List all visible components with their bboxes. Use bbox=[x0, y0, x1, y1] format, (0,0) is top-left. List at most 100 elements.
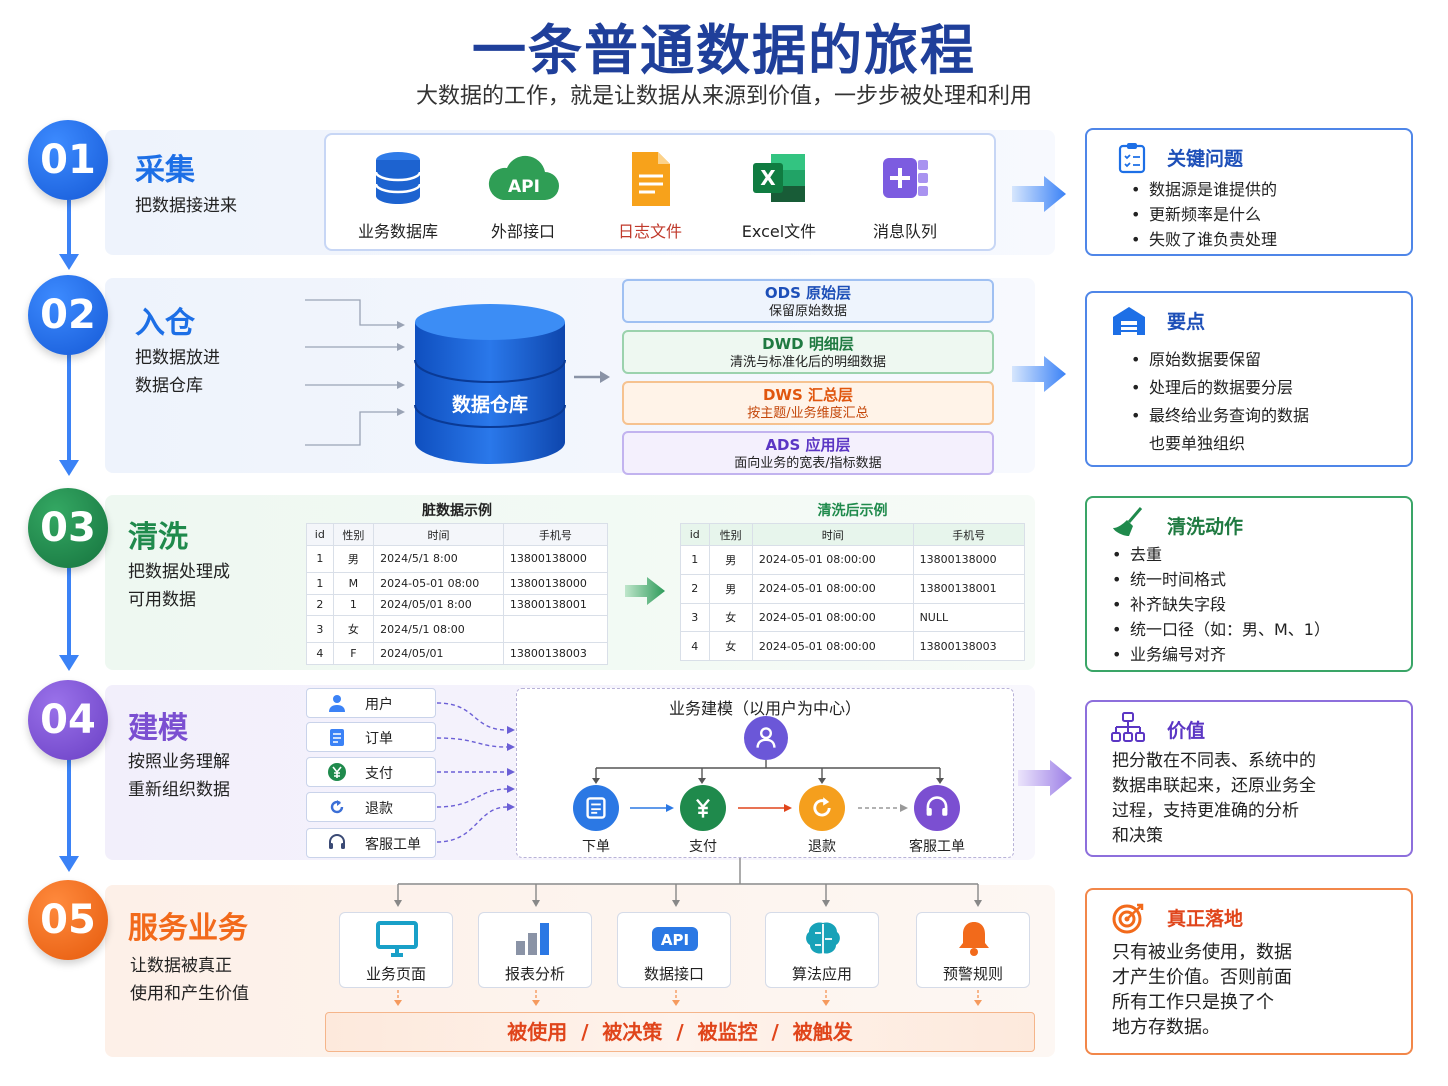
model-node-label: 客服工单 bbox=[909, 839, 965, 855]
table-header-cell: id bbox=[680, 523, 710, 546]
step-number: 03 bbox=[28, 488, 108, 568]
model-node-order bbox=[573, 785, 619, 831]
source-item: 消息队列 bbox=[845, 150, 965, 241]
box-title: 关键问题 bbox=[1167, 148, 1244, 170]
timeline-arrow bbox=[59, 655, 79, 671]
key-questions-box: 关键问题 数据源是谁提供的更新频率是什么失败了谁负责处理 bbox=[1085, 128, 1413, 256]
clean-arrow bbox=[625, 577, 665, 605]
model-node-label: 支付 bbox=[689, 839, 717, 855]
table-cell: 男 bbox=[332, 545, 375, 573]
table-cell: 1 bbox=[332, 593, 375, 617]
model-title: 业务建模（以用户为中心） bbox=[668, 699, 861, 718]
table-cell: NULL bbox=[912, 602, 1026, 633]
box-text: 把分散在不同表、系统中的 数据串联起来，还原业务全 过程，支持更准确的分析 和决… bbox=[1112, 751, 1316, 846]
box-item: 统一时间格式 bbox=[1112, 567, 1330, 592]
big-arrow-icon bbox=[1012, 356, 1066, 392]
big-arrow-icon bbox=[1012, 176, 1066, 212]
layer-desc: 按主题/业务维度汇总 bbox=[747, 406, 869, 421]
entity-pay: 支付 bbox=[306, 757, 436, 787]
service-label: 业务页面 bbox=[365, 965, 426, 983]
box-title: 清洗动作 bbox=[1167, 516, 1244, 538]
timeline-line bbox=[67, 352, 71, 462]
box-item: 处理后的数据要分层 bbox=[1131, 374, 1309, 402]
box-title: 要点 bbox=[1167, 311, 1206, 333]
source-item: API 外部接口 bbox=[463, 150, 583, 241]
box-text: 只有被业务使用，数据 才产生价值。否则前面 所有工作只是换了个 地方存数据。 bbox=[1112, 942, 1292, 1038]
table-cell: 2024-05-01 08:00:00 bbox=[751, 602, 914, 633]
step-name: 建模 bbox=[128, 711, 188, 746]
warehouse-icon bbox=[1113, 307, 1145, 335]
box-item: 最终给业务查询的数据 也要单独组织 bbox=[1131, 402, 1309, 458]
clean-actions-box: 清洗动作 去重统一时间格式补齐缺失字段统一口径（如：男、M、1）业务编号对齐 bbox=[1085, 496, 1413, 672]
big-arrow-icon bbox=[1018, 760, 1072, 796]
clean-table-title: 清洗后示例 bbox=[817, 503, 888, 519]
service-label: 预警规则 bbox=[942, 965, 1003, 983]
table-cell: 男 bbox=[708, 545, 753, 575]
user-icon bbox=[756, 727, 776, 748]
table-cell: 2 bbox=[680, 573, 710, 604]
source-label: Excel文件 bbox=[741, 222, 817, 241]
table-cell: 男 bbox=[708, 573, 753, 604]
service-card: 算法应用 bbox=[765, 912, 879, 988]
service-card: 预警规则 bbox=[916, 912, 1030, 988]
entity-label: 支付 bbox=[365, 766, 393, 782]
entity-label: 退款 bbox=[365, 801, 393, 817]
table-cell: 2024-05-01 08:00:00 bbox=[751, 631, 914, 661]
headset-icon bbox=[926, 796, 948, 816]
warehouse-cylinder bbox=[414, 304, 566, 464]
table-cell: 2024/5/1 08:00 bbox=[373, 615, 504, 644]
user-icon bbox=[329, 695, 345, 712]
bell-icon bbox=[959, 922, 989, 956]
table-cell: 1 bbox=[306, 545, 334, 573]
service-card: 报表分析 bbox=[478, 912, 592, 988]
table-header-cell: 手机号 bbox=[912, 523, 1026, 546]
entity-user: 用户 bbox=[306, 688, 436, 718]
order-icon bbox=[586, 797, 606, 819]
model-node-refund bbox=[799, 785, 845, 831]
entity-flow-lines bbox=[437, 702, 515, 843]
model-flow-arrows bbox=[630, 804, 908, 812]
refund-icon bbox=[330, 800, 344, 814]
box-item: 去重 bbox=[1112, 542, 1330, 567]
table-header-cell: 性别 bbox=[332, 523, 375, 546]
layer-dwd: DWD 明细层清洗与标准化后的明细数据 bbox=[622, 330, 994, 374]
table-cell: 2024/05/01 bbox=[373, 642, 504, 665]
step-desc: 把数据处理成 可用数据 bbox=[128, 562, 230, 610]
api-cloud-text: API bbox=[508, 177, 540, 197]
table-cell: 2024-05-01 08:00:00 bbox=[751, 545, 914, 575]
timeline-arrow bbox=[59, 460, 79, 476]
refund-icon bbox=[813, 797, 831, 817]
box-item: 补齐缺失字段 bbox=[1112, 592, 1330, 617]
source-item: 业务数据库 bbox=[338, 150, 458, 241]
api-icon-text: API bbox=[661, 931, 689, 949]
layer-name: DWD 明细层 bbox=[762, 335, 854, 353]
table-cell: 2024-05-01 08:00:00 bbox=[751, 573, 914, 604]
source-label: 业务数据库 bbox=[357, 222, 438, 241]
table-cell: 4 bbox=[306, 642, 334, 665]
table-cell: 4 bbox=[680, 631, 710, 661]
source-item: 日志文件 bbox=[590, 150, 710, 241]
table-cell: 1 bbox=[680, 545, 710, 575]
broom-icon bbox=[1113, 507, 1143, 536]
key-points-box: 要点 原始数据要保留处理后的数据要分层最终给业务查询的数据 也要单独组织 bbox=[1085, 291, 1413, 467]
table-cell: 3 bbox=[680, 602, 710, 633]
timeline-arrow bbox=[59, 254, 79, 270]
step-name: 清洗 bbox=[128, 520, 188, 555]
table-cell: 2024/05/01 8:00 bbox=[373, 593, 504, 617]
layer-name: ADS 应用层 bbox=[765, 436, 851, 454]
step-desc: 把数据放进 数据仓库 bbox=[135, 348, 220, 396]
step-number: 04 bbox=[28, 680, 108, 760]
headset-icon bbox=[329, 834, 345, 849]
table-header-cell: 时间 bbox=[751, 523, 914, 546]
source-item: X Excel文件 bbox=[719, 150, 839, 241]
table-cell: M bbox=[332, 571, 375, 595]
source-label: 外部接口 bbox=[490, 222, 555, 241]
entity-order: 订单 bbox=[306, 722, 436, 752]
